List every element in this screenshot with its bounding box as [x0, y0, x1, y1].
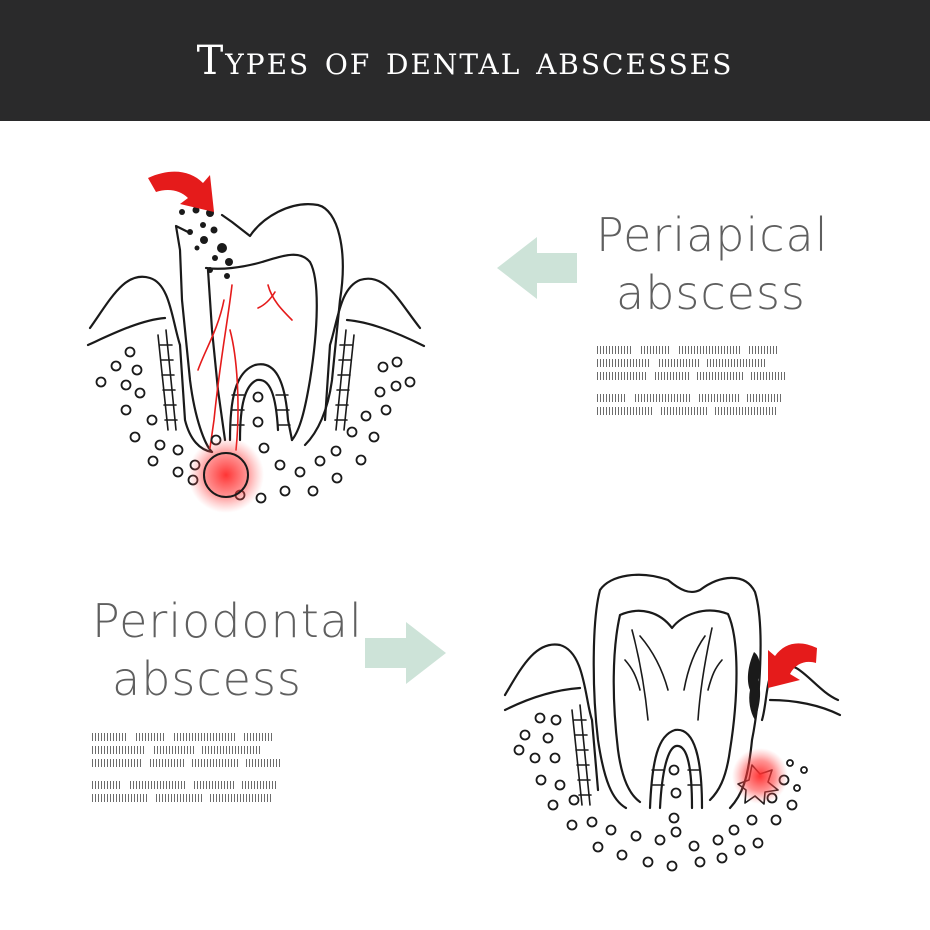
gum-base-right [768, 698, 842, 717]
periodontal-description-placeholder [92, 733, 292, 807]
ligament-hatch-right [334, 329, 355, 431]
ligament-hatch-left [571, 704, 592, 806]
gum-outline-right [323, 277, 422, 422]
pulp-left [206, 268, 227, 442]
tooth-inner [204, 253, 318, 442]
root-inner [648, 728, 704, 810]
bone-circles [513, 712, 808, 872]
periapical-label-line1: Periapical [596, 208, 829, 262]
periodontal-infection-glow [732, 748, 788, 804]
gum-base-left [503, 686, 582, 712]
mint-arrow-icon-right [365, 622, 446, 684]
gum-base-left [86, 316, 167, 347]
gum-outline-left [503, 643, 600, 792]
decay-particles [179, 206, 233, 279]
root-canal [238, 378, 280, 442]
page-title: Types of dental abscesses [196, 37, 734, 84]
tooth-outer [592, 573, 762, 810]
ligament-hatch-left [157, 329, 178, 431]
periapical-label-line2: abscess [616, 266, 806, 320]
red-nerves [197, 284, 293, 451]
periodontal-tooth-illustration [503, 573, 842, 872]
periapical-description-placeholder [597, 346, 797, 420]
gum-base-right [345, 318, 426, 348]
periodontal-label: Periodontal abscess [92, 592, 363, 708]
periapical-label: Periapical abscess [596, 206, 829, 322]
periapical-abscess [203, 452, 249, 498]
root-canal [658, 744, 694, 810]
periapical-tooth-illustration [86, 203, 426, 504]
red-curved-arrow-icon-bottom [768, 643, 817, 688]
periodontal-label-line2: abscess [112, 652, 302, 706]
periodontal-label-line1: Periodontal [92, 594, 363, 648]
red-curved-arrow-icon [148, 171, 214, 212]
root-hatch [651, 769, 701, 786]
tartar-deposit [747, 652, 761, 720]
pulp-veins [624, 627, 723, 721]
periapical-infection-glow [188, 437, 264, 513]
tooth-inner [612, 609, 738, 804]
gum-outline-left [88, 275, 214, 454]
title-banner: Types of dental abscesses [0, 0, 930, 121]
mint-arrow-icon [497, 237, 577, 299]
root-inner [228, 363, 294, 442]
